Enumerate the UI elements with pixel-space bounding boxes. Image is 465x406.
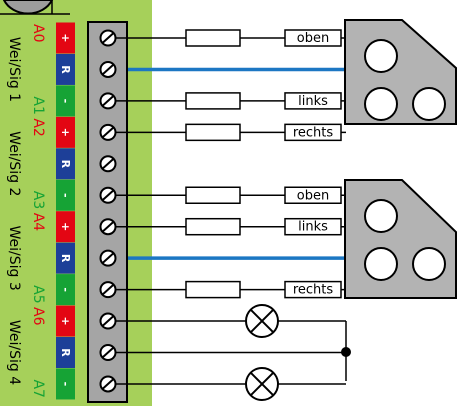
resistor-wire: links (115, 217, 346, 236)
chip-minus (56, 274, 75, 306)
signal-group-label: Wei/Sig 2 (6, 131, 22, 196)
wire-label: rechts (293, 283, 334, 298)
chip-label: - (59, 193, 72, 198)
signal-2-lamp-top (364, 199, 398, 233)
chip-label: + (59, 33, 72, 42)
port-label-top: A6 (30, 307, 46, 326)
chip-plus (56, 305, 75, 337)
port-label-bottom: A5 (30, 285, 46, 303)
wire-label: rechts (293, 125, 334, 140)
resistor (185, 186, 241, 204)
terminal-screw (99, 60, 117, 78)
resistor-wire: links (115, 92, 346, 110)
wires: oben links rechts oben links rechts (115, 29, 346, 385)
signal-1 (344, 19, 457, 125)
chip-plus (56, 211, 75, 243)
terminal-screw (99, 155, 117, 173)
signal-group-label: Wei/Sig 4 (6, 320, 22, 385)
wire-label: links (298, 94, 328, 109)
lamp-1-cross-b (249, 308, 275, 334)
signal-2-body (344, 179, 457, 299)
signal-1-lamp-top (364, 39, 398, 73)
wire-label: links (298, 220, 328, 235)
wire-label-box (284, 280, 342, 299)
lamp-1 (245, 304, 279, 338)
wire-label-box (284, 186, 342, 204)
chip-label: - (59, 287, 72, 292)
chip-label: + (59, 222, 72, 231)
resistor (185, 92, 241, 110)
resistor (185, 217, 241, 236)
wire-label-box (284, 29, 342, 47)
port-label-bottom: A3 (30, 191, 46, 209)
wire-label-box (284, 217, 342, 236)
terminal-screw (99, 281, 117, 299)
signal-1-lamp-left (364, 87, 398, 121)
terminal-block (87, 21, 128, 403)
terminal-screw (99, 218, 117, 236)
resistor-wire: rechts (115, 280, 346, 299)
terminal-screw (99, 29, 117, 47)
wire-label-box (284, 92, 342, 110)
lamp-2-cross-b (249, 371, 275, 397)
terminal-screw (99, 375, 117, 393)
terminal-screws (99, 29, 117, 393)
port-label-bottom: A1 (30, 96, 46, 114)
chip-label: - (59, 382, 72, 387)
chip-r (56, 53, 75, 85)
port-label-bottom: A7 (30, 379, 46, 397)
terminal-screw (99, 92, 117, 110)
port-label-top: A4 (30, 213, 46, 232)
signal-2-lamp-left (364, 247, 398, 281)
resistor-wire: oben (115, 29, 346, 47)
signal-group-label: Wei/Sig 3 (6, 226, 22, 291)
terminal-screw (99, 186, 117, 204)
wire-label: oben (297, 31, 329, 46)
chip-r (56, 242, 75, 274)
resistor (185, 29, 241, 47)
lamp-2 (245, 367, 279, 401)
port-label-top: A2 (30, 118, 46, 136)
signal-2-lamp-right (412, 247, 446, 281)
lamp-bus-junction (341, 347, 351, 357)
signal-group-label: Wei/Sig 1 (6, 37, 22, 102)
chip-label: R (59, 160, 72, 169)
lamp-circuit (245, 304, 351, 401)
resistor-wire: oben (115, 186, 346, 204)
terminal-screw (99, 249, 117, 267)
chip-r (56, 148, 75, 180)
wire-label-box (284, 123, 342, 142)
chip-plus (56, 22, 75, 54)
chip-label: - (59, 99, 72, 104)
chip-r (56, 337, 75, 368)
chip-label: R (59, 65, 72, 74)
chip-label: + (59, 316, 72, 325)
chip-label: R (59, 254, 72, 263)
terminal-screw (99, 344, 117, 361)
chip-minus (56, 85, 75, 117)
resistor (185, 123, 241, 142)
port-label-top: A0 (30, 24, 46, 42)
chip-minus (56, 179, 75, 211)
resistor (185, 280, 241, 299)
terminal-screw (99, 123, 117, 141)
wire-label: oben (297, 188, 329, 203)
chip-minus (56, 368, 75, 400)
chip-label: R (59, 348, 72, 357)
chip-plus (56, 116, 75, 148)
terminal-screw (99, 312, 117, 330)
signal-1-lamp-right (412, 87, 446, 121)
signal-2 (344, 179, 457, 299)
chip-label: + (59, 128, 72, 137)
resistor-wire: rechts (115, 123, 346, 142)
